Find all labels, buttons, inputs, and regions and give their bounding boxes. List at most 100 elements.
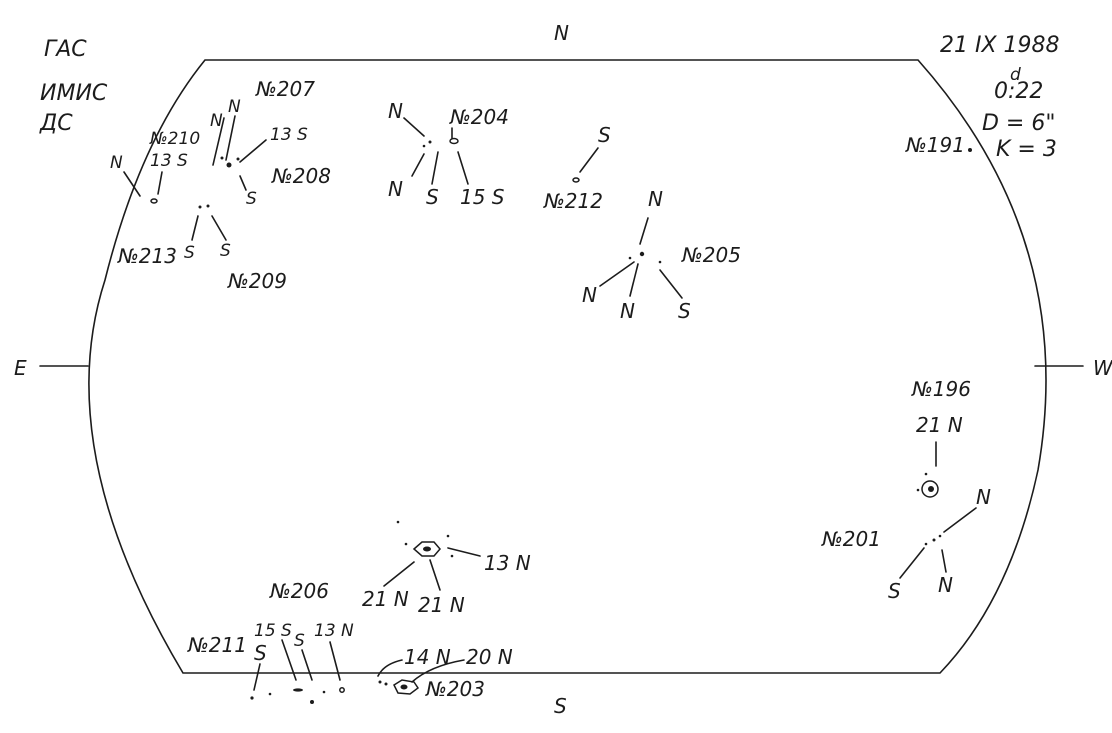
spot-leader [899,547,925,579]
spot-leader [457,151,469,185]
group-number: №204 [449,105,509,129]
spot-leader [447,547,481,557]
spot-leader [191,215,199,241]
sunspot [322,690,326,694]
polarity-label: 20 N [466,645,513,669]
polarity-label: 13 S [150,151,188,171]
spot-leader [239,175,247,191]
group-number: №206 [269,579,329,603]
spot-leader [659,269,683,299]
group-211: №211 S [187,633,272,700]
sunspot [198,205,202,209]
polarity-label: 15 S [254,621,292,641]
polarity-label: 21 N [362,587,409,611]
sunspot [422,144,426,148]
sunspot [628,256,632,260]
sunspot [150,198,158,204]
spot-leader [411,659,465,683]
sunspot [206,204,210,208]
spot-leader [941,549,947,573]
polarity-label: S [294,631,305,651]
sunspot [404,542,408,546]
east-label: E [14,356,27,380]
disk-diameter: D = 6" [982,111,1055,136]
sunspot [310,700,314,704]
observatory-line-2: ИМИС [40,81,108,106]
polarity-label: 13 S [270,125,308,145]
spot-leader [225,115,236,161]
sunspot [639,251,645,257]
group-212: S №212 [543,123,611,213]
spot-leader [629,263,639,297]
group-central-south: 21 N 21 N 13 N [362,520,531,617]
polarity-label: S [598,123,611,147]
sunspot [226,162,232,168]
sunspot [932,538,936,542]
spot-leader [211,215,227,241]
observatory-line-3: ДС [39,111,73,136]
polarity-label: N [976,485,991,509]
group-203: 14 N 20 N №203 [377,645,513,701]
sunspot [450,554,454,558]
sunspot [384,682,388,686]
polarity-label: N [210,111,223,131]
sunspot [572,177,580,183]
group-number: №210 [149,129,200,149]
group-number: №213 [117,244,177,268]
group-number: №207 [255,77,315,101]
group-number: №201 [821,527,881,551]
spot-leader [429,559,441,591]
polarity-label: 21 N [916,413,963,437]
polarity-label: N [582,283,597,307]
polarity-label: N [648,187,663,211]
polarity-label: 15 S [460,185,505,209]
spot-leader [403,117,425,137]
observation-date: 21 IX 1988 [940,33,1060,58]
polarity-label: 13 N [484,551,531,575]
spot-leader [253,663,261,691]
observation-time-sup: d [1010,65,1021,85]
sunspot [924,542,928,546]
disk-outline [88,59,1047,674]
polarity-label: 13 N [314,621,354,641]
spot-leader [383,561,415,587]
spot-leader [212,117,225,166]
sunspot [293,688,303,692]
sunspot [236,157,240,161]
polarity-label: S [888,579,901,603]
sunspot-penumbra [393,679,420,695]
spot-leader [411,153,425,177]
group-210: №210 N 13 S [110,129,200,204]
group-number: №209 [227,269,287,293]
group-number: №211 [187,633,247,657]
sunspot [378,680,382,684]
group-196: №196 21 N [911,377,971,498]
spot-leader [377,659,403,677]
polarity-label: N [110,153,123,173]
group-191: №191 [905,133,972,157]
group-208: 13 S №208 S [220,125,331,209]
spot-leader [599,261,635,287]
polarity-label: S [246,189,257,209]
sunspot [921,480,939,498]
group-number: №203 [425,677,485,701]
polarity-label: N [388,99,403,123]
sunspot [924,472,928,476]
group-204: N №204 N S 15 S [388,99,509,209]
sunspot-umbra [423,546,431,552]
sunspot-penumbra [412,541,441,557]
group-209: S S №209 [184,204,287,293]
sunspot [268,692,272,696]
polarity-label: S [678,299,691,323]
spot-leader [157,171,163,195]
group-number: №212 [543,189,603,213]
north-label: N [554,21,569,45]
spot-leader [239,139,267,163]
group-213: №213 [117,244,177,268]
sunspot [250,696,254,700]
sunspot-umbra [400,684,408,690]
sunspot [220,156,224,160]
sunspot [428,140,432,144]
group-number: №208 [271,164,331,188]
sunspot [339,687,345,693]
